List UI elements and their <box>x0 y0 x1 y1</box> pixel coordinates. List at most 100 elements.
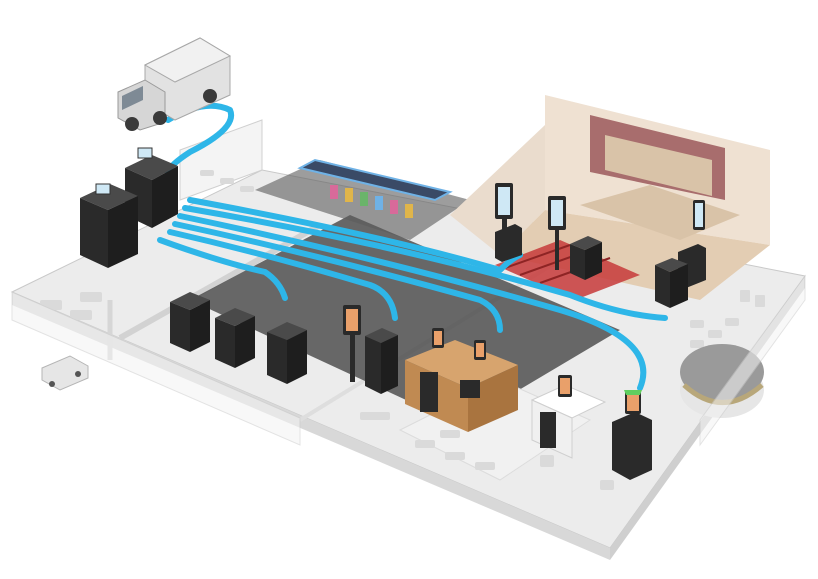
cash-recycler-icon <box>125 147 178 228</box>
self-service-kiosk-icon <box>548 196 566 270</box>
cable-to-kiosk-mid <box>167 229 398 321</box>
stage-opening <box>605 135 712 196</box>
counter-side <box>468 365 518 432</box>
cash-recycler-icon <box>215 308 255 368</box>
cash-recycler-icon <box>80 183 138 268</box>
van-body <box>41 355 89 391</box>
table <box>200 170 214 176</box>
kiosk-unit <box>460 380 480 398</box>
table <box>540 455 554 467</box>
kiosk-display <box>346 309 358 331</box>
table <box>740 290 750 302</box>
recycler-screen <box>137 147 153 159</box>
recycler-side <box>152 166 178 228</box>
wall-left-front <box>11 291 301 446</box>
recycler-top <box>267 322 307 340</box>
kiosk-display <box>434 331 442 345</box>
cash-recycler-icon <box>570 236 602 280</box>
recycler-top <box>570 236 602 250</box>
game-machine <box>345 188 353 202</box>
arcade-neon-sign <box>297 158 453 202</box>
recycler-side <box>287 330 307 384</box>
truck-wheel <box>203 89 217 103</box>
recycler-top <box>170 292 210 310</box>
kiosk-base-unit <box>495 224 522 262</box>
truck-windshield <box>122 86 143 110</box>
seat-row <box>504 244 571 269</box>
cable-to-wood-counter <box>172 221 503 333</box>
table <box>600 480 614 490</box>
truck-cargo-top <box>143 37 232 83</box>
table <box>445 452 465 460</box>
armored-truck-icon <box>117 37 232 131</box>
table <box>240 186 254 192</box>
arcade-zone <box>255 158 470 240</box>
table <box>70 310 92 320</box>
recycler-side <box>235 316 255 368</box>
table <box>475 462 495 470</box>
self-service-kiosk-icon <box>460 340 486 398</box>
game-machine <box>390 200 398 214</box>
self-service-kiosk-icon <box>420 328 444 412</box>
recycler-side <box>670 264 688 308</box>
cash-recycler-icon <box>655 258 688 308</box>
self-service-kiosk-icon <box>612 390 652 480</box>
recycler-side <box>108 196 138 268</box>
kiosk-display <box>695 203 703 227</box>
wall-right-front <box>699 274 806 447</box>
kiosk-base-unit <box>612 412 652 480</box>
table <box>360 412 390 420</box>
recycler-screen <box>95 183 111 195</box>
cash-recycler-icon <box>365 328 398 394</box>
recycler-front <box>267 332 287 384</box>
game-machine <box>330 185 338 199</box>
table <box>725 318 739 326</box>
self-service-kiosk-icon <box>540 375 572 448</box>
theater-seats <box>495 240 640 300</box>
recycler-top <box>215 308 255 326</box>
self-service-kiosk-icon <box>343 305 361 382</box>
cable-to-theater-right <box>182 205 668 321</box>
kiosk-display <box>551 200 563 226</box>
table <box>755 295 765 307</box>
furniture-hints <box>40 170 765 490</box>
van-icon <box>41 355 89 391</box>
table <box>415 440 435 448</box>
self-service-kiosk-icon <box>495 183 522 262</box>
recycler-side <box>190 300 210 352</box>
kiosk-pole <box>350 330 355 382</box>
cash-recycler-icon <box>267 322 307 384</box>
recycler-front <box>655 265 670 308</box>
truck-wheel <box>153 111 167 125</box>
game-machine <box>405 204 413 218</box>
truck-wheel <box>125 117 139 131</box>
kiosk-display <box>498 187 510 215</box>
table <box>708 330 722 338</box>
table <box>690 340 704 348</box>
recycler-top <box>655 258 688 272</box>
recycler-side <box>585 242 602 280</box>
recycler-front <box>170 302 190 352</box>
kiosk-pole <box>555 228 559 270</box>
table <box>440 430 460 438</box>
kiosk-unit <box>420 372 438 412</box>
partition-wall <box>118 222 322 341</box>
table <box>690 320 704 328</box>
recycler-front <box>570 244 585 280</box>
recycler-top <box>80 184 138 210</box>
recycler-front <box>365 336 381 394</box>
table <box>80 292 102 302</box>
table <box>220 178 234 184</box>
van-wheel <box>49 381 55 387</box>
cable-to-recyclers-left <box>157 237 288 301</box>
cash-recycler-icon <box>170 292 210 352</box>
van-wheel <box>75 371 81 377</box>
kiosk-display <box>560 378 570 394</box>
cable-to-theater-mid <box>187 197 523 273</box>
cable-to-bottom-right <box>177 213 647 391</box>
outer-walls <box>11 274 806 447</box>
counter-top <box>405 340 518 388</box>
recycler-front <box>215 318 235 368</box>
recycler-top <box>125 155 178 180</box>
